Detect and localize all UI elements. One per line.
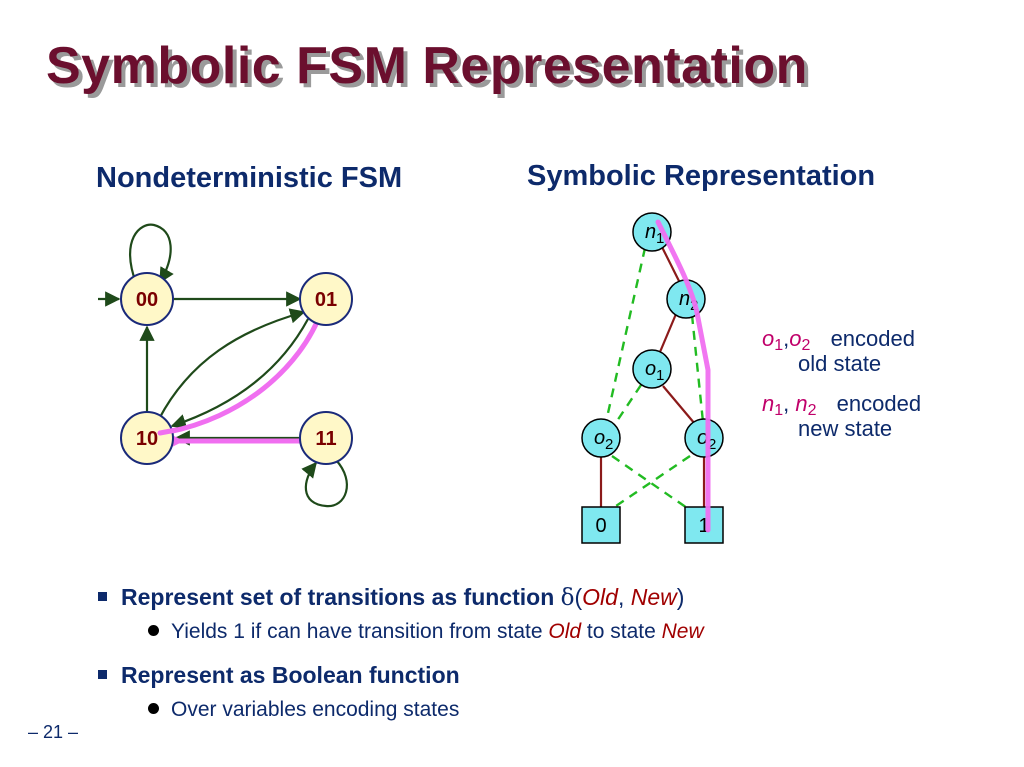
legend-old-text1: encoded: [830, 326, 915, 351]
fsm-state-01: 01: [299, 272, 353, 326]
fsm-state-10: 10: [120, 411, 174, 465]
bullet-over-variables: Over variables encoding states: [148, 698, 459, 722]
fsm-state-11: 11: [299, 411, 353, 465]
bdd-nodes: n 1 n 2 o 1 o 2 o 2: [581, 212, 724, 458]
bdd-edge-o2r-0: [612, 455, 691, 509]
bdd-node-n1: n 1: [632, 212, 672, 252]
bdd-node-o2-right: o 2: [684, 418, 724, 458]
fsm-state-label: 10: [136, 428, 158, 450]
round-bullet-icon: [148, 625, 159, 636]
square-bullet-icon: [98, 592, 107, 601]
bdd-terminal-label: 0: [595, 515, 606, 537]
bdd-solid-edges: [599, 246, 706, 507]
legend-old-var: o2: [789, 326, 811, 354]
bdd-node-sub: 1: [656, 230, 664, 247]
bdd-node-sub: 1: [656, 367, 664, 384]
fsm-state-label: 00: [136, 289, 158, 311]
bdd-edge-o1-o2l: [614, 384, 642, 425]
bdd-edge-o1-o2r: [662, 385, 696, 425]
fsm-highlight-tip: [157, 427, 179, 436]
page-number: – 21 –: [28, 722, 79, 742]
bullet-transition-function: Represent set of transitions as function…: [98, 584, 684, 611]
fsm-highlight-curve: [165, 307, 325, 435]
bdd-highlight-path: [655, 219, 711, 533]
bdd-node-var: o: [645, 358, 656, 380]
legend-new-text2: new state: [798, 416, 893, 441]
bullet-boolean-function: Represent as Boolean function: [98, 662, 460, 689]
slide-title: Symbolic FSM Representation: [46, 37, 808, 95]
round-bullet-icon: [148, 703, 159, 714]
fsm-edge-01-10: [170, 318, 309, 429]
legend-old-state: o1,o2 encoded: [762, 326, 915, 354]
legend-new-state: n1, n2 encoded: [762, 391, 922, 419]
bdd-terminals: 0 1: [581, 506, 724, 544]
fsm-highlight: [164, 307, 325, 451]
bdd-node-sub: 2: [605, 436, 613, 453]
bdd-node-sub: 2: [708, 436, 716, 453]
fsm-edge-11-11: [301, 459, 348, 508]
legend-new-text1: encoded: [836, 391, 922, 416]
fsm-edges: [98, 223, 348, 508]
bdd-edge-n1-o2l: [604, 247, 647, 423]
fsm-edge-00-00: [129, 223, 174, 284]
bdd-node-var: n: [645, 221, 656, 243]
legend-new-var: n1: [762, 391, 784, 419]
bdd-edge-n1-n2: [661, 246, 682, 286]
fsm-state-label: 01: [315, 289, 337, 311]
symbolic-subtitle: Symbolic Representation: [527, 160, 876, 192]
legend-old-text2: old state: [798, 351, 882, 376]
bdd-terminal-0: 0: [581, 506, 621, 544]
fsm-edge-10-01: [158, 308, 306, 420]
fsm-subtitle: Nondeterministic FSM: [96, 162, 403, 194]
fsm-state-label: 11: [315, 428, 336, 450]
bdd-edge-n2-o1: [658, 313, 678, 353]
square-bullet-icon: [98, 670, 107, 679]
bdd-node-var: o: [697, 427, 708, 449]
fsm-state-00: 00: [120, 272, 174, 326]
legend-new-var: n2: [795, 391, 817, 419]
bdd-node-o1: o 1: [632, 349, 672, 389]
bdd-node-var: n: [679, 288, 690, 310]
fsm-states: 00 01 10 11: [120, 272, 353, 465]
bdd-terminal-1: 1: [684, 506, 724, 544]
legend-old-var: o1: [762, 326, 784, 354]
bdd-dashed-edges: [604, 247, 705, 511]
bullet-yields: Yields 1 if can have transition from sta…: [148, 620, 704, 644]
bdd-edge-n2-o2r: [690, 314, 705, 423]
bdd-node-o2-left: o 2: [581, 418, 621, 458]
bdd-terminal-label: 1: [698, 515, 709, 537]
bdd-node-var: o: [594, 427, 605, 449]
